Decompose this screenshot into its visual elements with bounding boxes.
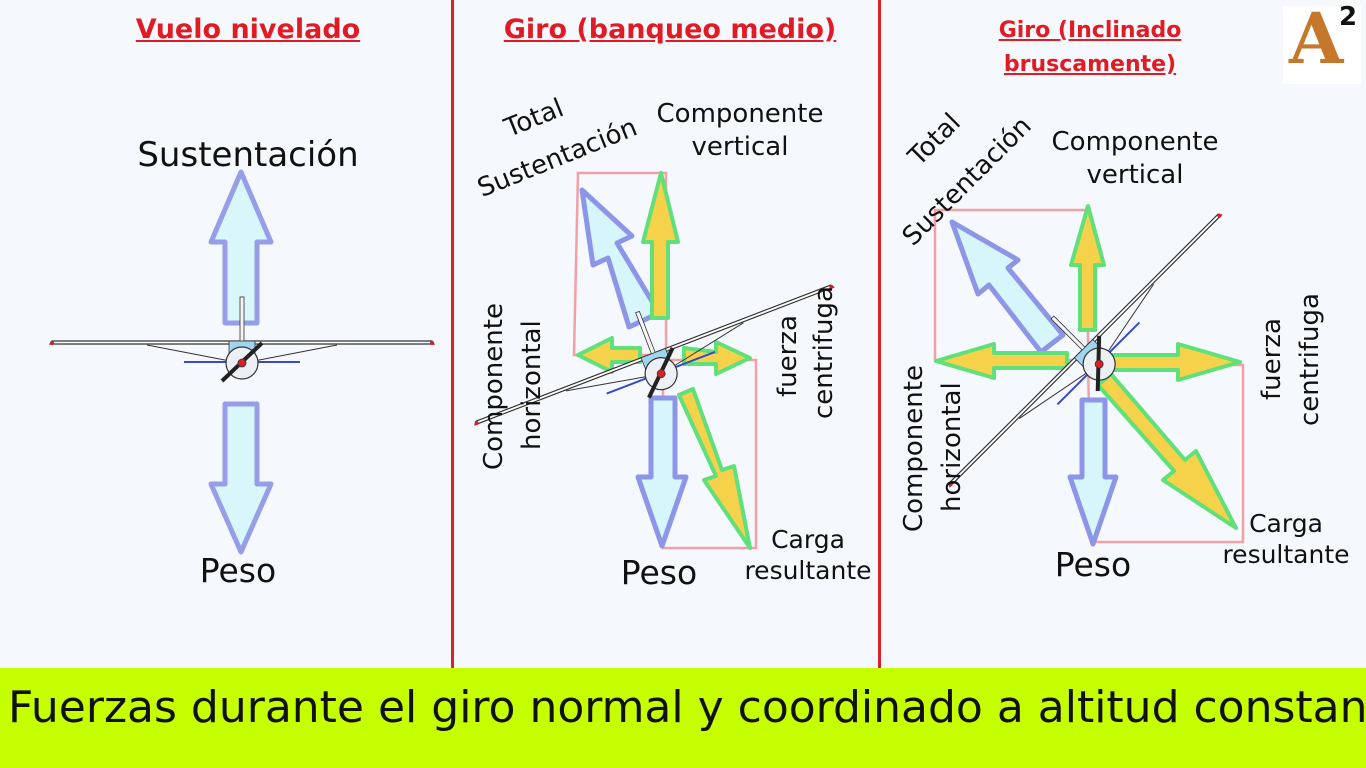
horizontal-component-arrow-3 (934, 342, 1069, 380)
horizontal-component-3-line2: horizontal (937, 382, 967, 512)
centrifugal-arrow (682, 340, 752, 376)
resultant-load-3-line2: resultante (1222, 540, 1350, 570)
weight-arrow-2 (635, 395, 689, 549)
vertical-component-label-3: Componente vertical (1045, 126, 1225, 191)
weight-label-2: Peso (620, 553, 698, 592)
centrifugal-3-line2: centrifuga (1295, 293, 1325, 426)
resultant-load-arrow-3 (1096, 372, 1238, 530)
resultant-load-label: Carga resultante (740, 524, 876, 587)
footer-caption: Fuerzas durante el giro normal y coordin… (8, 682, 1366, 733)
airplane-front-view (48, 295, 436, 383)
resultant-load-3-line1: Carga (1249, 509, 1323, 538)
vertical-component-3-line2: vertical (1086, 159, 1184, 190)
panel-level-flight (48, 169, 436, 555)
panel-title-medium: Giro (banqueo medio) (503, 14, 837, 45)
panel-title-steep-line1: Giro (Inclinado (998, 18, 1182, 43)
weight-label-3: Peso (1054, 545, 1132, 584)
vertical-component-arrow-3 (1069, 204, 1106, 332)
centrifugal-line1: fuerza (773, 315, 803, 397)
horizontal-component-3-line1: Componente (899, 365, 929, 532)
panel-title-level: Vuelo nivelado (135, 14, 361, 45)
vertical-component-3-line1: Componente (1051, 127, 1219, 157)
panel-steep-bank (917, 182, 1248, 547)
total-lift-arrow-3 (949, 219, 1066, 355)
vertical-component-arrow (641, 171, 680, 320)
centrifugal-3-line1: fuerza (1257, 318, 1287, 400)
vertical-component-label: Componente vertical (650, 98, 830, 163)
panel-title-steep: Giro (Inclinado bruscamente) (975, 14, 1205, 82)
brand-logo: A 2 (1283, 0, 1361, 84)
weight-label: Peso (199, 551, 277, 590)
resultant-load-label-3: Carga resultante (1218, 508, 1354, 571)
divider-left (451, 0, 454, 668)
resultant-load-line1: Carga (771, 525, 845, 554)
resultant-load-arrow (677, 387, 752, 550)
horizontal-component-line1: Componente (479, 303, 509, 470)
weight-arrow-3 (1067, 397, 1119, 547)
horizontal-component-line2: horizontal (517, 320, 547, 450)
vertical-component-line1: Componente (656, 99, 824, 129)
logo-letter: A (1289, 0, 1344, 80)
horizontal-component-arrow (576, 336, 642, 374)
resultant-load-line2: resultante (744, 556, 872, 586)
lift-arrow (208, 169, 274, 326)
vertical-component-line2: vertical (691, 131, 789, 162)
weight-arrow (208, 401, 274, 555)
centrifugal-arrow-3 (1104, 342, 1242, 382)
panel-medium-bank (456, 171, 849, 550)
divider-right (878, 0, 881, 668)
lift-label: Sustentación (137, 135, 359, 175)
total-lift-arrow (579, 187, 662, 330)
centrifugal-line2: centrifuga (809, 286, 839, 419)
panel-title-steep-line2: bruscamente) (1003, 52, 1177, 78)
logo-superscript: 2 (1339, 2, 1358, 32)
footer-banner: Fuerzas durante el giro normal y coordin… (0, 668, 1366, 768)
